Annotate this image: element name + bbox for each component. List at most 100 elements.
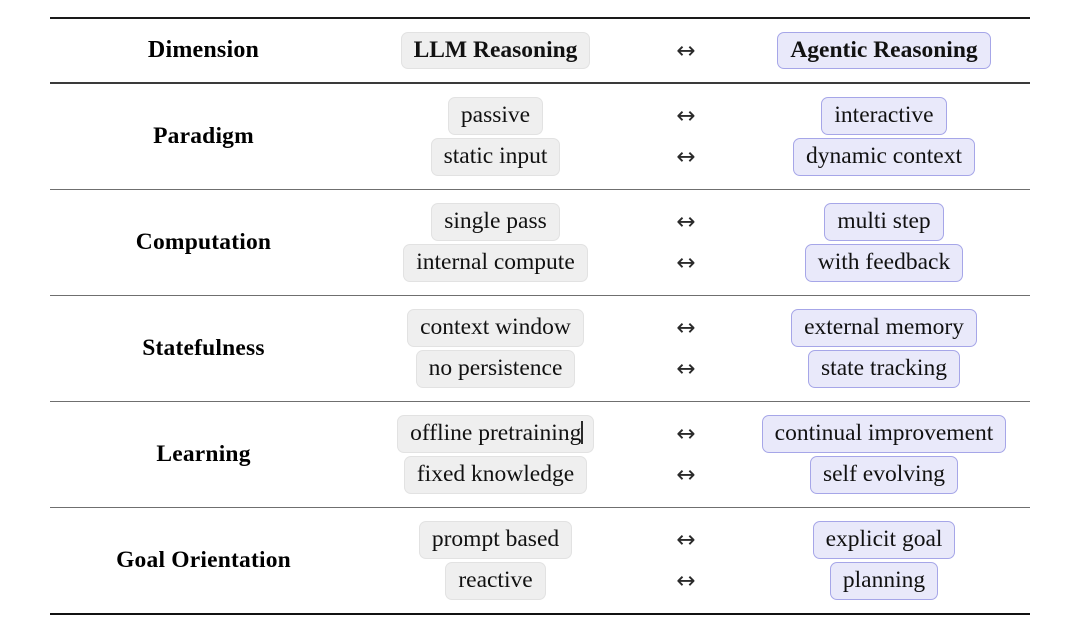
text-caret bbox=[581, 421, 583, 445]
badge-llm-term-text: internal compute bbox=[416, 249, 575, 276]
arrow-line: ↔ bbox=[676, 564, 695, 598]
right-badge-line: planning bbox=[829, 562, 939, 600]
row-dimension-label: Learning bbox=[156, 441, 251, 467]
badge-agentic-term-text: with feedback bbox=[817, 249, 951, 276]
right-badge-stack: interactive dynamic context bbox=[738, 97, 1030, 176]
badge-agentic-term[interactable]: self evolving bbox=[809, 456, 959, 494]
badge-llm-reasoning[interactable]: LLM Reasoning bbox=[400, 31, 591, 70]
badge-llm-term[interactable]: internal compute bbox=[403, 244, 588, 282]
row-dimension-cell: Statefulness bbox=[50, 295, 357, 402]
row-dimension-cell: Goal Orientation bbox=[50, 507, 357, 615]
header-dimension-label: Dimension bbox=[147, 37, 260, 63]
left-badge-line: static input bbox=[430, 138, 561, 176]
left-right-arrow-icon: ↔ bbox=[676, 315, 696, 341]
left-badge-line: single pass bbox=[431, 203, 560, 241]
row-arrow-cell: ↔↔ bbox=[634, 83, 738, 190]
badge-llm-term[interactable]: context window bbox=[407, 309, 584, 347]
badge-agentic-term-text: planning bbox=[842, 567, 926, 594]
row-left-cell: context window no persistence bbox=[357, 295, 634, 402]
right-badge-line: external memory bbox=[791, 309, 977, 347]
arrow-line: ↔ bbox=[676, 311, 695, 345]
badge-agentic-term[interactable]: state tracking bbox=[808, 350, 960, 388]
badge-llm-term[interactable]: fixed knowledge bbox=[403, 456, 588, 494]
badge-llm-term-text: reactive bbox=[458, 567, 533, 594]
row-left-cell: prompt based reactive bbox=[357, 507, 634, 615]
header-arrow-cell: ↔ bbox=[634, 17, 738, 84]
left-badge-line: fixed knowledge bbox=[403, 456, 588, 494]
row-dimension-label: Computation bbox=[135, 229, 272, 255]
comparison-table: Dimension LLM Reasoning ↔ Agentic Reason… bbox=[50, 17, 1030, 615]
badge-llm-term[interactable]: static input bbox=[430, 138, 561, 176]
arrow-stack: ↔↔ bbox=[634, 311, 738, 386]
left-right-arrow-icon: ↔ bbox=[676, 462, 696, 488]
row-right-cell: explicit goal planning bbox=[738, 507, 1030, 615]
badge-agentic-term-text: explicit goal bbox=[825, 526, 943, 553]
arrow-stack: ↔↔ bbox=[634, 205, 738, 280]
arrow-line: ↔ bbox=[676, 140, 695, 174]
left-right-arrow-icon: ↔ bbox=[676, 421, 696, 447]
badge-agentic-term[interactable]: with feedback bbox=[804, 244, 964, 282]
badge-llm-term[interactable]: passive bbox=[447, 97, 544, 135]
arrow-line: ↔ bbox=[676, 417, 695, 451]
left-badge-line: offline pretraining bbox=[397, 415, 594, 453]
arrow-line: ↔ bbox=[676, 523, 695, 557]
badge-llm-term-text: passive bbox=[460, 102, 531, 129]
left-badge-stack: context window no persistence bbox=[357, 309, 634, 388]
row-arrow-cell: ↔↔ bbox=[634, 295, 738, 402]
header-dimension-cell: Dimension bbox=[50, 17, 357, 84]
right-badge-line: with feedback bbox=[804, 244, 964, 282]
left-right-arrow-icon: ↔ bbox=[676, 144, 696, 170]
badge-agentic-term[interactable]: interactive bbox=[821, 97, 947, 135]
right-badge-line: dynamic context bbox=[793, 138, 975, 176]
row-arrow-cell: ↔↔ bbox=[634, 507, 738, 615]
badge-llm-term[interactable]: offline pretraining bbox=[397, 415, 594, 453]
left-right-arrow-icon: ↔ bbox=[676, 527, 696, 553]
arrow-stack: ↔↔ bbox=[634, 99, 738, 174]
badge-llm-term[interactable]: reactive bbox=[445, 562, 546, 600]
right-badge-line: continual improvement bbox=[761, 415, 1007, 453]
badge-agentic-term[interactable]: planning bbox=[829, 562, 939, 600]
badge-agentic-term-text: dynamic context bbox=[806, 143, 962, 170]
row-dimension-cell: Paradigm bbox=[50, 83, 357, 190]
badge-agentic-term[interactable]: external memory bbox=[791, 309, 977, 347]
left-right-arrow-icon: ↔ bbox=[676, 356, 696, 382]
badge-llm-term[interactable]: single pass bbox=[431, 203, 560, 241]
right-badge-line: interactive bbox=[821, 97, 947, 135]
arrow-line: ↔ bbox=[676, 246, 695, 280]
left-badge-line: no persistence bbox=[415, 350, 576, 388]
table-row: Statefulness context window no persistence… bbox=[50, 295, 1030, 402]
badge-agentic-term-text: multi step bbox=[837, 208, 931, 235]
left-badge-line: internal compute bbox=[403, 244, 588, 282]
row-dimension-label: Statefulness bbox=[142, 335, 265, 361]
left-badge-line: reactive bbox=[445, 562, 546, 600]
badge-llm-term-text: context window bbox=[420, 314, 571, 341]
right-badge-stack: external memory state tracking bbox=[738, 309, 1030, 388]
row-right-cell: multi step with feedback bbox=[738, 189, 1030, 296]
badge-agentic-term[interactable]: continual improvement bbox=[761, 415, 1007, 453]
table-body: Dimension LLM Reasoning ↔ Agentic Reason… bbox=[50, 17, 1030, 615]
right-badge-line: self evolving bbox=[809, 456, 959, 494]
left-badge-stack: prompt based reactive bbox=[357, 521, 634, 600]
badge-llm-term[interactable]: no persistence bbox=[415, 350, 576, 388]
row-left-cell: passive static input bbox=[357, 83, 634, 190]
arrow-stack: ↔↔ bbox=[634, 417, 738, 492]
badge-agentic-term[interactable]: multi step bbox=[824, 203, 944, 241]
arrow-line: ↔ bbox=[676, 458, 695, 492]
comparison-table-wrap: Dimension LLM Reasoning ↔ Agentic Reason… bbox=[50, 0, 1030, 615]
badge-agentic-term-text: external memory bbox=[804, 314, 964, 341]
badge-llm-term-text: static input bbox=[443, 143, 548, 170]
badge-agentic-term[interactable]: dynamic context bbox=[793, 138, 975, 176]
left-right-arrow-icon: ↔ bbox=[676, 568, 696, 594]
left-badge-line: context window bbox=[407, 309, 584, 347]
arrow-line: ↔ bbox=[676, 205, 695, 239]
badge-agentic-reasoning[interactable]: Agentic Reasoning bbox=[777, 31, 991, 70]
badge-agentic-term-text: state tracking bbox=[821, 355, 947, 382]
badge-llm-term[interactable]: prompt based bbox=[418, 521, 573, 559]
badge-agentic-term[interactable]: explicit goal bbox=[812, 521, 956, 559]
